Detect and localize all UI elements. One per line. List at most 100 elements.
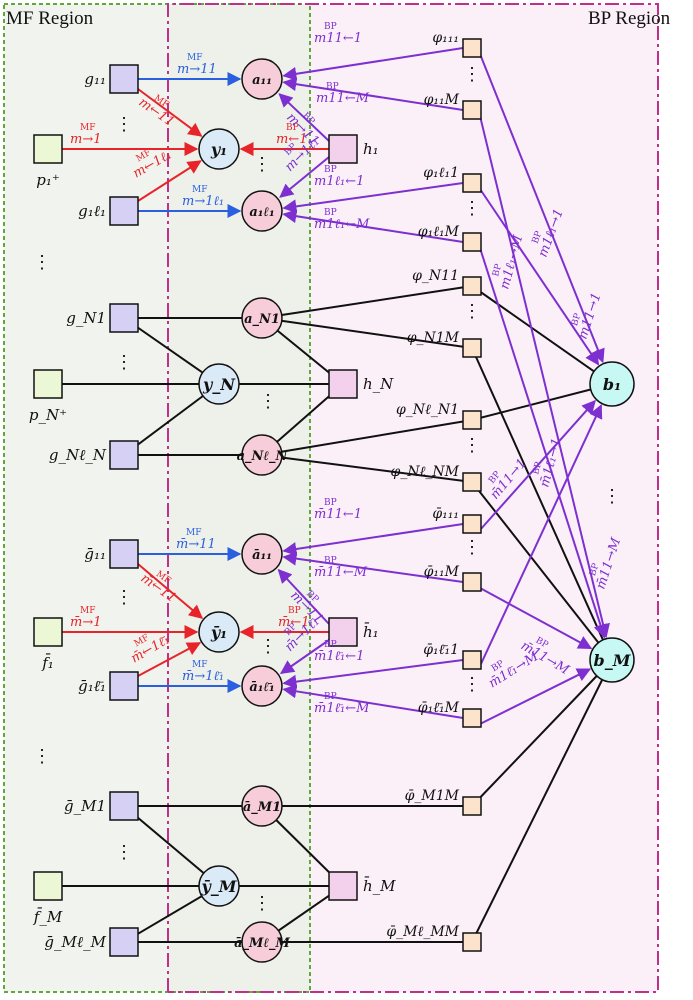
msg-phibar1l1M-bM (479, 668, 592, 725)
ellipsis-2: ⋮ (115, 587, 133, 608)
svg-text:m̄→11: m̄→11 (176, 537, 216, 552)
factor-h1 (328, 134, 358, 164)
message-label-bar_m_1l1_from_1: m̄1ℓ̄₁←1BP (314, 640, 364, 664)
label-pN: p_N⁺ (29, 406, 67, 424)
svg-text:MF: MF (192, 185, 207, 195)
msg-phibar1l1M-abar1l1 (282, 684, 464, 719)
svg-text:BP: BP (324, 22, 337, 32)
label-hbar1: h̄₁ (363, 623, 379, 641)
svg-text:m→11: m→11 (177, 62, 217, 77)
ellipsis-8: ⋮ (259, 636, 277, 657)
ellipsis-0: ⋮ (115, 114, 133, 135)
label-hbarM: h̄_M (363, 877, 396, 895)
ellipsis-13: ⋮ (463, 435, 481, 456)
factor-phibar1l1M (462, 708, 482, 728)
svg-text:m̄11←1: m̄11←1 (314, 507, 362, 522)
ellipsis-1: ⋮ (115, 352, 133, 373)
edge-phibarMlMM-bM (471, 659, 613, 943)
factor-gbar1l1 (109, 671, 139, 701)
factor-gN1 (109, 303, 139, 333)
label-phibar1l1M: φ̄₁ℓ̄₁M (418, 700, 460, 716)
svg-text:BP: BP (570, 312, 583, 327)
label-ybar1: ȳ₁ (210, 623, 227, 642)
ellipsis-5: ⋮ (33, 746, 51, 767)
edge-phiN11-b1 (471, 285, 613, 385)
svg-text:m11←M: m11←M (316, 91, 370, 106)
msg-gbar1l1-ybar1 (137, 641, 202, 677)
factor-phi1l1M (462, 232, 482, 252)
label-abar1l1: ā₁ℓ̄₁ (249, 680, 274, 695)
label-abarMlM: ā_Mℓ_M (234, 936, 290, 951)
variable-bM (589, 637, 635, 683)
factor-phiN11 (462, 276, 482, 296)
variable-y1 (198, 128, 240, 170)
ellipsis-6: ⋮ (253, 154, 271, 175)
factor-phibar11M (462, 572, 482, 592)
svg-text:m̄11←M: m̄11←M (314, 565, 368, 580)
label-phiNlN1: φ_Nℓ_N1 (396, 402, 459, 418)
label-phiNlNM: φ_Nℓ_NM (391, 464, 460, 480)
ellipsis-16: ⋮ (603, 486, 621, 507)
factor-p1 (33, 134, 63, 164)
msg-phi1l11-a1l1 (282, 182, 464, 214)
label-gN1: g_N1 (66, 309, 106, 327)
ellipsis-7: ⋮ (259, 391, 277, 412)
msg-phi1l1M-a1l1 (282, 209, 464, 243)
variable-abar11 (241, 533, 283, 575)
svg-text:BP: BP (491, 263, 504, 278)
factor-hbar1 (328, 617, 358, 647)
msg-phibar1l11-abar1l1 (282, 659, 464, 689)
bp-region-title: BP Region (588, 8, 671, 29)
svg-text:BP: BP (531, 230, 545, 245)
svg-text:m11←1: m11←1 (314, 31, 362, 46)
svg-text:m̄→1: m̄→1 (70, 615, 102, 630)
factor-gbarM1 (109, 791, 139, 821)
factor-f1 (33, 617, 63, 647)
edge-phiNlN1-b1 (471, 383, 613, 421)
edge-phiN1M-bM (471, 347, 613, 661)
message-label-m_bp_from_1: m←1BP (276, 123, 308, 147)
svg-text:MF: MF (192, 660, 207, 670)
svg-text:MF: MF (80, 606, 95, 616)
variable-ybar1 (198, 611, 240, 653)
variable-abarM1 (241, 785, 283, 827)
svg-text:BP: BP (324, 498, 337, 508)
svg-text:MF: MF (187, 53, 202, 63)
label-gbar11: ḡ₁₁ (84, 545, 106, 563)
variable-abar1l1 (241, 665, 283, 707)
msg-h1-a1l1 (279, 156, 330, 198)
edge-aN1-phiN11 (261, 285, 473, 319)
label-aNlN: a_Nℓ_N (237, 449, 289, 464)
ellipsis-3: ⋮ (115, 842, 133, 863)
variable-a1l1 (241, 190, 283, 232)
svg-text:BP: BP (324, 165, 337, 175)
label-phi1l11: φ₁ℓ₁1 (423, 165, 459, 181)
svg-text:m1ℓ₁←1: m1ℓ₁←1 (314, 174, 364, 189)
ellipsis-12: ⋮ (463, 301, 481, 322)
label-p1: p₁⁺ (36, 171, 60, 189)
message-label-m_1l1_from_M: m1ℓ₁←MBP (314, 208, 370, 232)
factor-phiNlN1 (462, 410, 482, 430)
label-phiN11: φ_N11 (412, 268, 459, 284)
message-label-bar_m_to_1l1: m̄→1ℓ̄₁MF (182, 660, 224, 684)
label-phi11M: φ₁₁M (424, 92, 460, 108)
label-abar11: ā₁₁ (252, 548, 272, 563)
label-fM: f̄_M (33, 908, 63, 926)
message-label-bar_m_bp_from_1: m̄←1BP (278, 606, 310, 630)
label-phiN1M: φ_N1M (407, 330, 460, 346)
message-label-bar_m_to_1: m̄→1MF (70, 606, 102, 630)
svg-text:BP: BP (588, 562, 601, 577)
message-label-bar_m_1l1_from_M: m̄1ℓ̄₁←MBP (314, 692, 370, 716)
edge-phibarM1M-bM (471, 659, 613, 807)
ellipsis-11: ⋮ (463, 198, 481, 219)
svg-text:MF: MF (80, 123, 95, 133)
svg-text:BP: BP (324, 640, 337, 650)
svg-text:BP: BP (288, 606, 301, 616)
label-abarM1: ā_M1 (243, 800, 281, 815)
factor-phibar1l11 (462, 650, 482, 670)
label-h1: h₁ (363, 140, 379, 158)
edge-aNlN-phiNlNM (261, 454, 473, 483)
factor-gNlN (109, 440, 139, 470)
